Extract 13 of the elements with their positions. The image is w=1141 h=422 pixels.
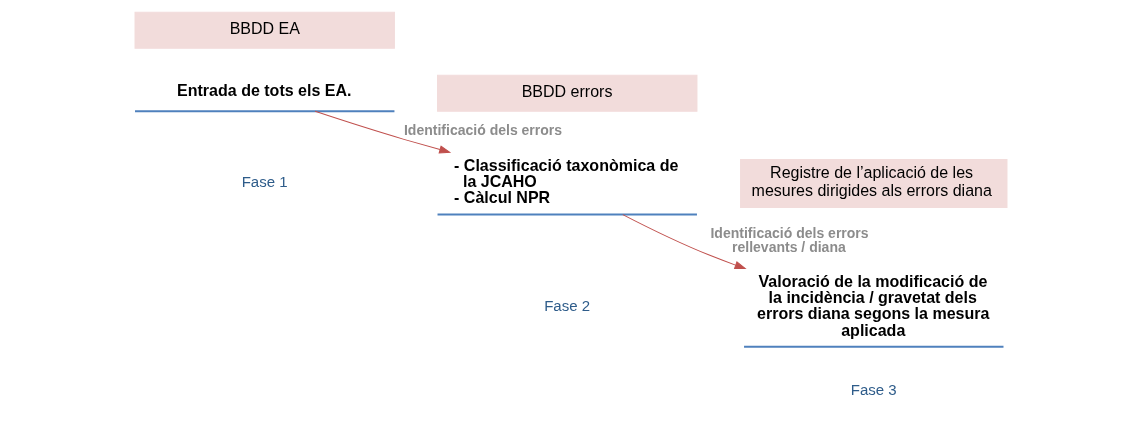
label: Fase 1	[241, 172, 288, 190]
edge-label: Identificació dels errors	[403, 121, 562, 138]
node-box: Registre de l’aplicació de les mesures dirigides als errors diana	[739, 158, 1007, 208]
node-box: BBDD EA	[134, 11, 395, 49]
arrow	[621, 214, 746, 270]
node-text: - Classificació taxonòmica de la JCAHO - Càlcul NPR	[453, 156, 678, 207]
label: Fase 2	[543, 297, 590, 315]
edge-label: Identificació dels errors rellevants / diana	[709, 224, 869, 255]
label: Fase 3	[850, 381, 897, 399]
arrow	[314, 110, 450, 154]
node-text: Entrada de tots els EA.	[176, 81, 352, 100]
node-box: BBDD errors	[436, 74, 697, 112]
node-text: Valoració de la modificació de la incidència / gravetat dels errors diana segons la mesura aplicada	[756, 272, 989, 339]
